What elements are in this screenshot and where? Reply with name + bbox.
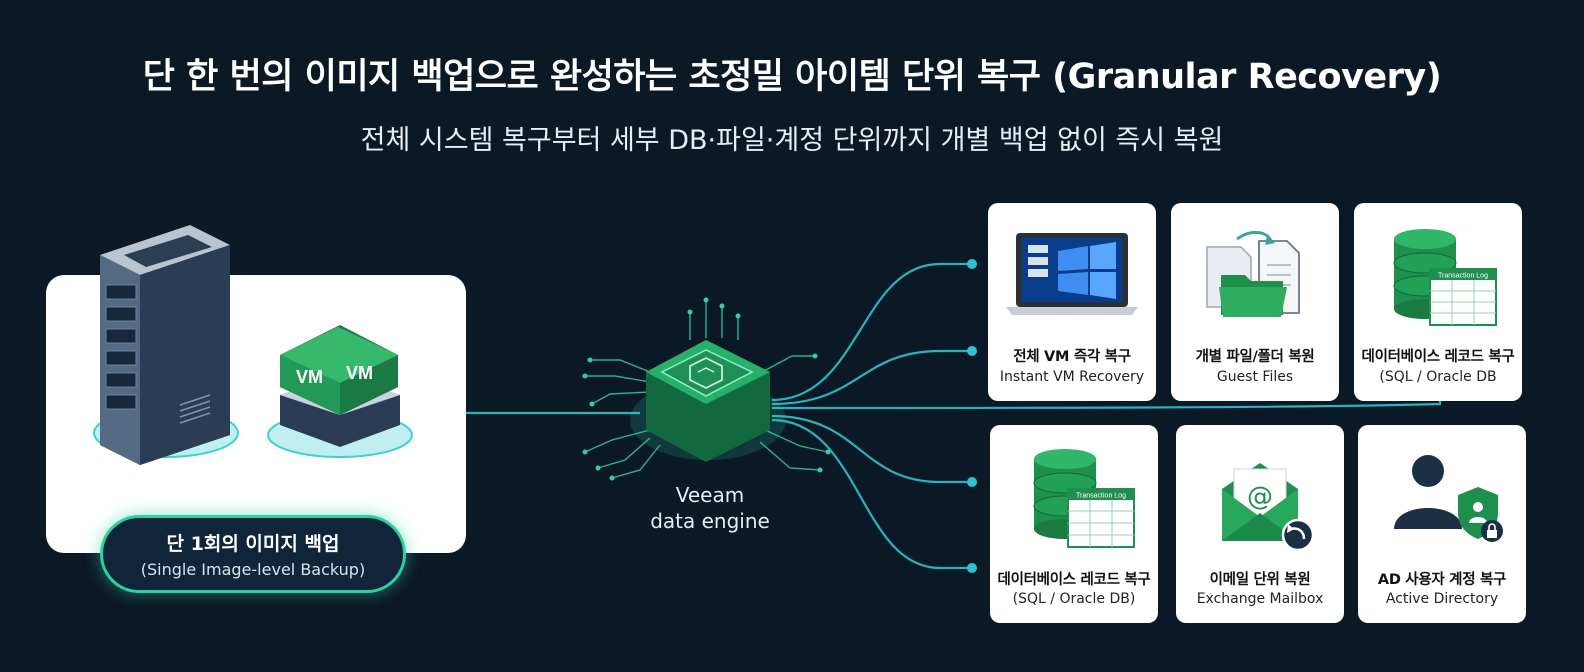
card-exchange-mailbox: @ 이메일 단위 복원 Exchange Mailbox xyxy=(1176,425,1344,623)
page-subtitle: 전체 시스템 복구부터 세부 DB·파일·계정 단위까지 개별 백업 없이 즉시… xyxy=(360,125,1224,156)
card-subtitle: Active Directory xyxy=(1385,591,1499,607)
card-instant-vm-recovery: 전체 VM 즉각 복구 Instant VM Recovery xyxy=(988,203,1156,401)
card-database-record-2: Transaction Log 데이터베이스 레코드 복구 (SQL / Ora… xyxy=(990,425,1158,623)
single-backup-badge: 단 1회의 이미지 백업 (Single Image-level Backup) xyxy=(100,515,406,593)
card-title: 데이터베이스 레코드 복구 xyxy=(997,572,1151,588)
card-subtitle: Instant VM Recovery xyxy=(999,369,1145,385)
card-subtitle: Exchange Mailbox xyxy=(1196,591,1324,607)
svg-text:@: @ xyxy=(1247,482,1273,512)
server-rack-icon xyxy=(93,225,239,465)
card-subtitle: (SQL / Oracle DB) xyxy=(1012,591,1136,607)
engine-label: Veeam data engine xyxy=(640,482,780,534)
card-title: AD 사용자 계정 복구 xyxy=(1377,572,1507,588)
card-database-record-1: Transaction Log 데이터베이스 레코드 복구 (SQL / Ora… xyxy=(1354,203,1522,401)
card-title: 전체 VM 즉각 복구 xyxy=(1013,349,1131,365)
card-subtitle: Guest Files xyxy=(1216,369,1294,385)
svg-text:VM: VM xyxy=(296,367,323,387)
database-icon: Transaction Log xyxy=(1033,449,1135,548)
database-icon: Transaction Log xyxy=(1393,229,1497,326)
backup-label-en: (Single Image-level Backup) xyxy=(140,560,366,579)
laptop-icon xyxy=(1006,233,1138,315)
engine-label-line2: data engine xyxy=(650,509,770,533)
backup-label-ko: 단 1회의 이미지 백업 xyxy=(166,533,340,555)
card-subtitle: (SQL / Oracle DB xyxy=(1379,369,1497,385)
svg-text:Transaction Log: Transaction Log xyxy=(1076,493,1126,500)
page-title: 단 한 번의 이미지 백업으로 완성하는 초정밀 아이템 단위 복구 (Gran… xyxy=(142,57,1442,97)
card-title: 데이터베이스 레코드 복구 xyxy=(1361,349,1515,365)
svg-text:Transaction Log: Transaction Log xyxy=(1438,273,1488,280)
user-shield-icon xyxy=(1394,455,1503,542)
card-active-directory: AD 사용자 계정 복구 Active Directory xyxy=(1358,425,1526,623)
card-title: 개별 파일/폴더 복원 xyxy=(1195,349,1315,365)
server-vm-illustration: VM VM xyxy=(93,225,413,465)
card-guest-files: 개별 파일/폴더 복원 Guest Files xyxy=(1171,203,1339,401)
card-title: 이메일 단위 복원 xyxy=(1209,572,1311,588)
veeam-engine-chip-icon xyxy=(582,297,831,481)
folder-files-icon xyxy=(1206,231,1300,317)
email-envelope-icon: @ xyxy=(1222,463,1315,552)
svg-text:VM: VM xyxy=(346,363,373,383)
engine-label-line1: Veeam xyxy=(675,483,745,507)
vm-cube-icon: VM VM xyxy=(267,325,413,458)
